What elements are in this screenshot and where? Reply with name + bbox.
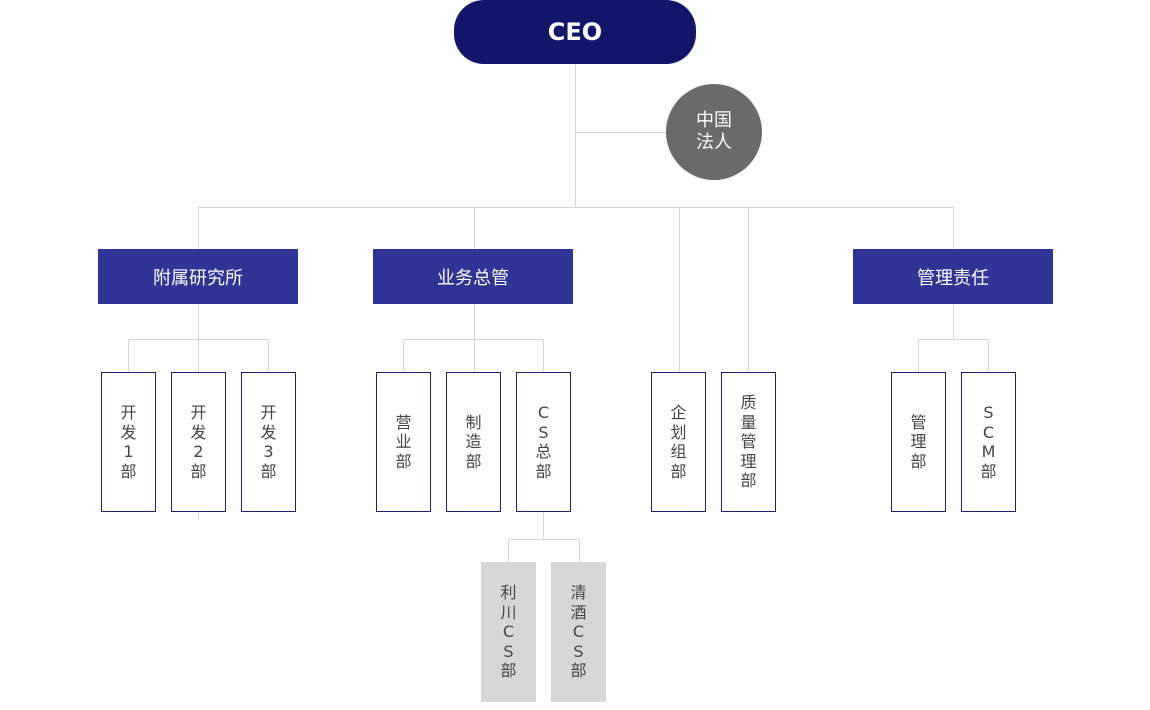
dept-sales-char: 部	[395, 451, 412, 471]
division-management: 管理责任	[853, 249, 1053, 304]
dept-manufacturing-label: 制 造 部	[465, 413, 481, 472]
division-research-label: 附属研究所	[153, 267, 243, 289]
dept-dev1-label: 开 发 1 部	[120, 403, 136, 481]
dept-admin-char: 管	[910, 412, 927, 432]
subdept-cheongju-cs-char: 清	[570, 583, 587, 603]
dept-dev2-label: 开 发 2 部	[190, 403, 206, 481]
ceo-label: CEO	[547, 18, 603, 46]
subdept-icheon-cs-char: S	[503, 641, 514, 661]
dept-dev3-char: 开	[260, 403, 277, 422]
dept-dev3-char: 发	[260, 422, 277, 442]
dept-scm-char: S	[983, 403, 994, 422]
dept-cs-head: C S 总 部	[516, 372, 571, 512]
dept-scm-label: S C M 部	[980, 403, 996, 481]
dept-quality-label: 质 量 管 理 部	[740, 393, 756, 491]
dept-scm-char: C	[982, 422, 995, 442]
dept-scm: S C M 部	[961, 372, 1016, 512]
dept-dev2-char: 部	[190, 461, 207, 481]
dept-manufacturing-char: 制	[465, 412, 482, 432]
china-entity-node: 中国 法人	[666, 84, 762, 180]
dept-planning-char: 企	[670, 403, 687, 422]
china-entity-label-line2: 法人	[696, 132, 732, 153]
division-business-label: 业务总管	[437, 267, 509, 289]
dept-dev1-char: 发	[120, 422, 137, 442]
dept-dev2: 开 发 2 部	[171, 372, 226, 512]
subdept-icheon-cs: 利 川 C S 部	[481, 562, 536, 702]
dept-planning-char: 划	[670, 422, 687, 442]
dept-sales-char: 营	[395, 412, 412, 432]
dept-quality-char: 理	[740, 451, 757, 471]
dept-admin: 管 理 部	[891, 372, 946, 512]
subdept-cheongju-cs-char: S	[573, 641, 584, 661]
subdept-cheongju-cs-char: 酒	[570, 602, 587, 622]
dept-cs-head-char: 总	[535, 442, 552, 461]
dept-cs-head-char: C	[537, 403, 550, 422]
china-entity-label-line1: 中国	[696, 110, 732, 131]
dept-manufacturing-char: 造	[465, 432, 482, 452]
dept-dev3-label: 开 发 3 部	[260, 403, 276, 481]
dept-dev3-char: 部	[260, 461, 277, 481]
dept-quality-char: 管	[740, 432, 757, 452]
dept-planning-char: 部	[670, 461, 687, 481]
division-management-label: 管理责任	[917, 267, 989, 289]
dept-dev2-char: 发	[190, 422, 207, 442]
dept-sales: 营 业 部	[376, 372, 431, 512]
dept-scm-char: M	[981, 442, 996, 461]
dept-dev3: 开 发 3 部	[241, 372, 296, 512]
dept-admin-char: 理	[910, 432, 927, 452]
dept-admin-label: 管 理 部	[910, 413, 926, 472]
dept-dev1: 开 发 1 部	[101, 372, 156, 512]
subdept-icheon-cs-char: 利	[500, 583, 517, 603]
subdept-cheongju-cs-char: 部	[570, 661, 587, 681]
dept-quality-char: 部	[740, 471, 757, 491]
dept-planning-label: 企 划 组 部	[670, 403, 686, 481]
subdept-cheongju-cs-label: 清 酒 C S 部	[570, 583, 586, 681]
division-business: 业务总管	[373, 249, 573, 304]
subdept-cheongju-cs: 清 酒 C S 部	[551, 562, 606, 702]
dept-dev1-char: 1	[123, 442, 134, 461]
subdept-icheon-cs-char: 川	[500, 602, 517, 622]
dept-dev2-char: 2	[193, 442, 204, 461]
dept-sales-label: 营 业 部	[395, 413, 411, 472]
dept-admin-char: 部	[910, 451, 927, 471]
dept-planning-char: 组	[670, 442, 687, 461]
dept-dev1-char: 部	[120, 461, 137, 481]
subdept-icheon-cs-char: C	[502, 622, 515, 642]
dept-planning: 企 划 组 部	[651, 372, 706, 512]
dept-dev3-char: 3	[263, 442, 274, 461]
dept-dev1-char: 开	[120, 403, 137, 422]
subdept-cheongju-cs-char: C	[572, 622, 585, 642]
dept-cs-head-char: 部	[535, 461, 552, 481]
dept-quality: 质 量 管 理 部	[721, 372, 776, 512]
ceo-node: CEO	[454, 0, 696, 64]
subdept-icheon-cs-char: 部	[500, 661, 517, 681]
division-research: 附属研究所	[98, 249, 298, 304]
dept-cs-head-label: C S 总 部	[535, 403, 551, 481]
dept-quality-char: 质	[740, 393, 757, 413]
subdept-icheon-cs-label: 利 川 C S 部	[500, 583, 516, 681]
dept-cs-head-char: S	[538, 422, 549, 442]
dept-manufacturing-char: 部	[465, 451, 482, 471]
dept-sales-char: 业	[395, 432, 412, 452]
dept-manufacturing: 制 造 部	[446, 372, 501, 512]
dept-scm-char: 部	[980, 461, 997, 481]
dept-dev2-char: 开	[190, 403, 207, 422]
dept-quality-char: 量	[740, 412, 757, 432]
